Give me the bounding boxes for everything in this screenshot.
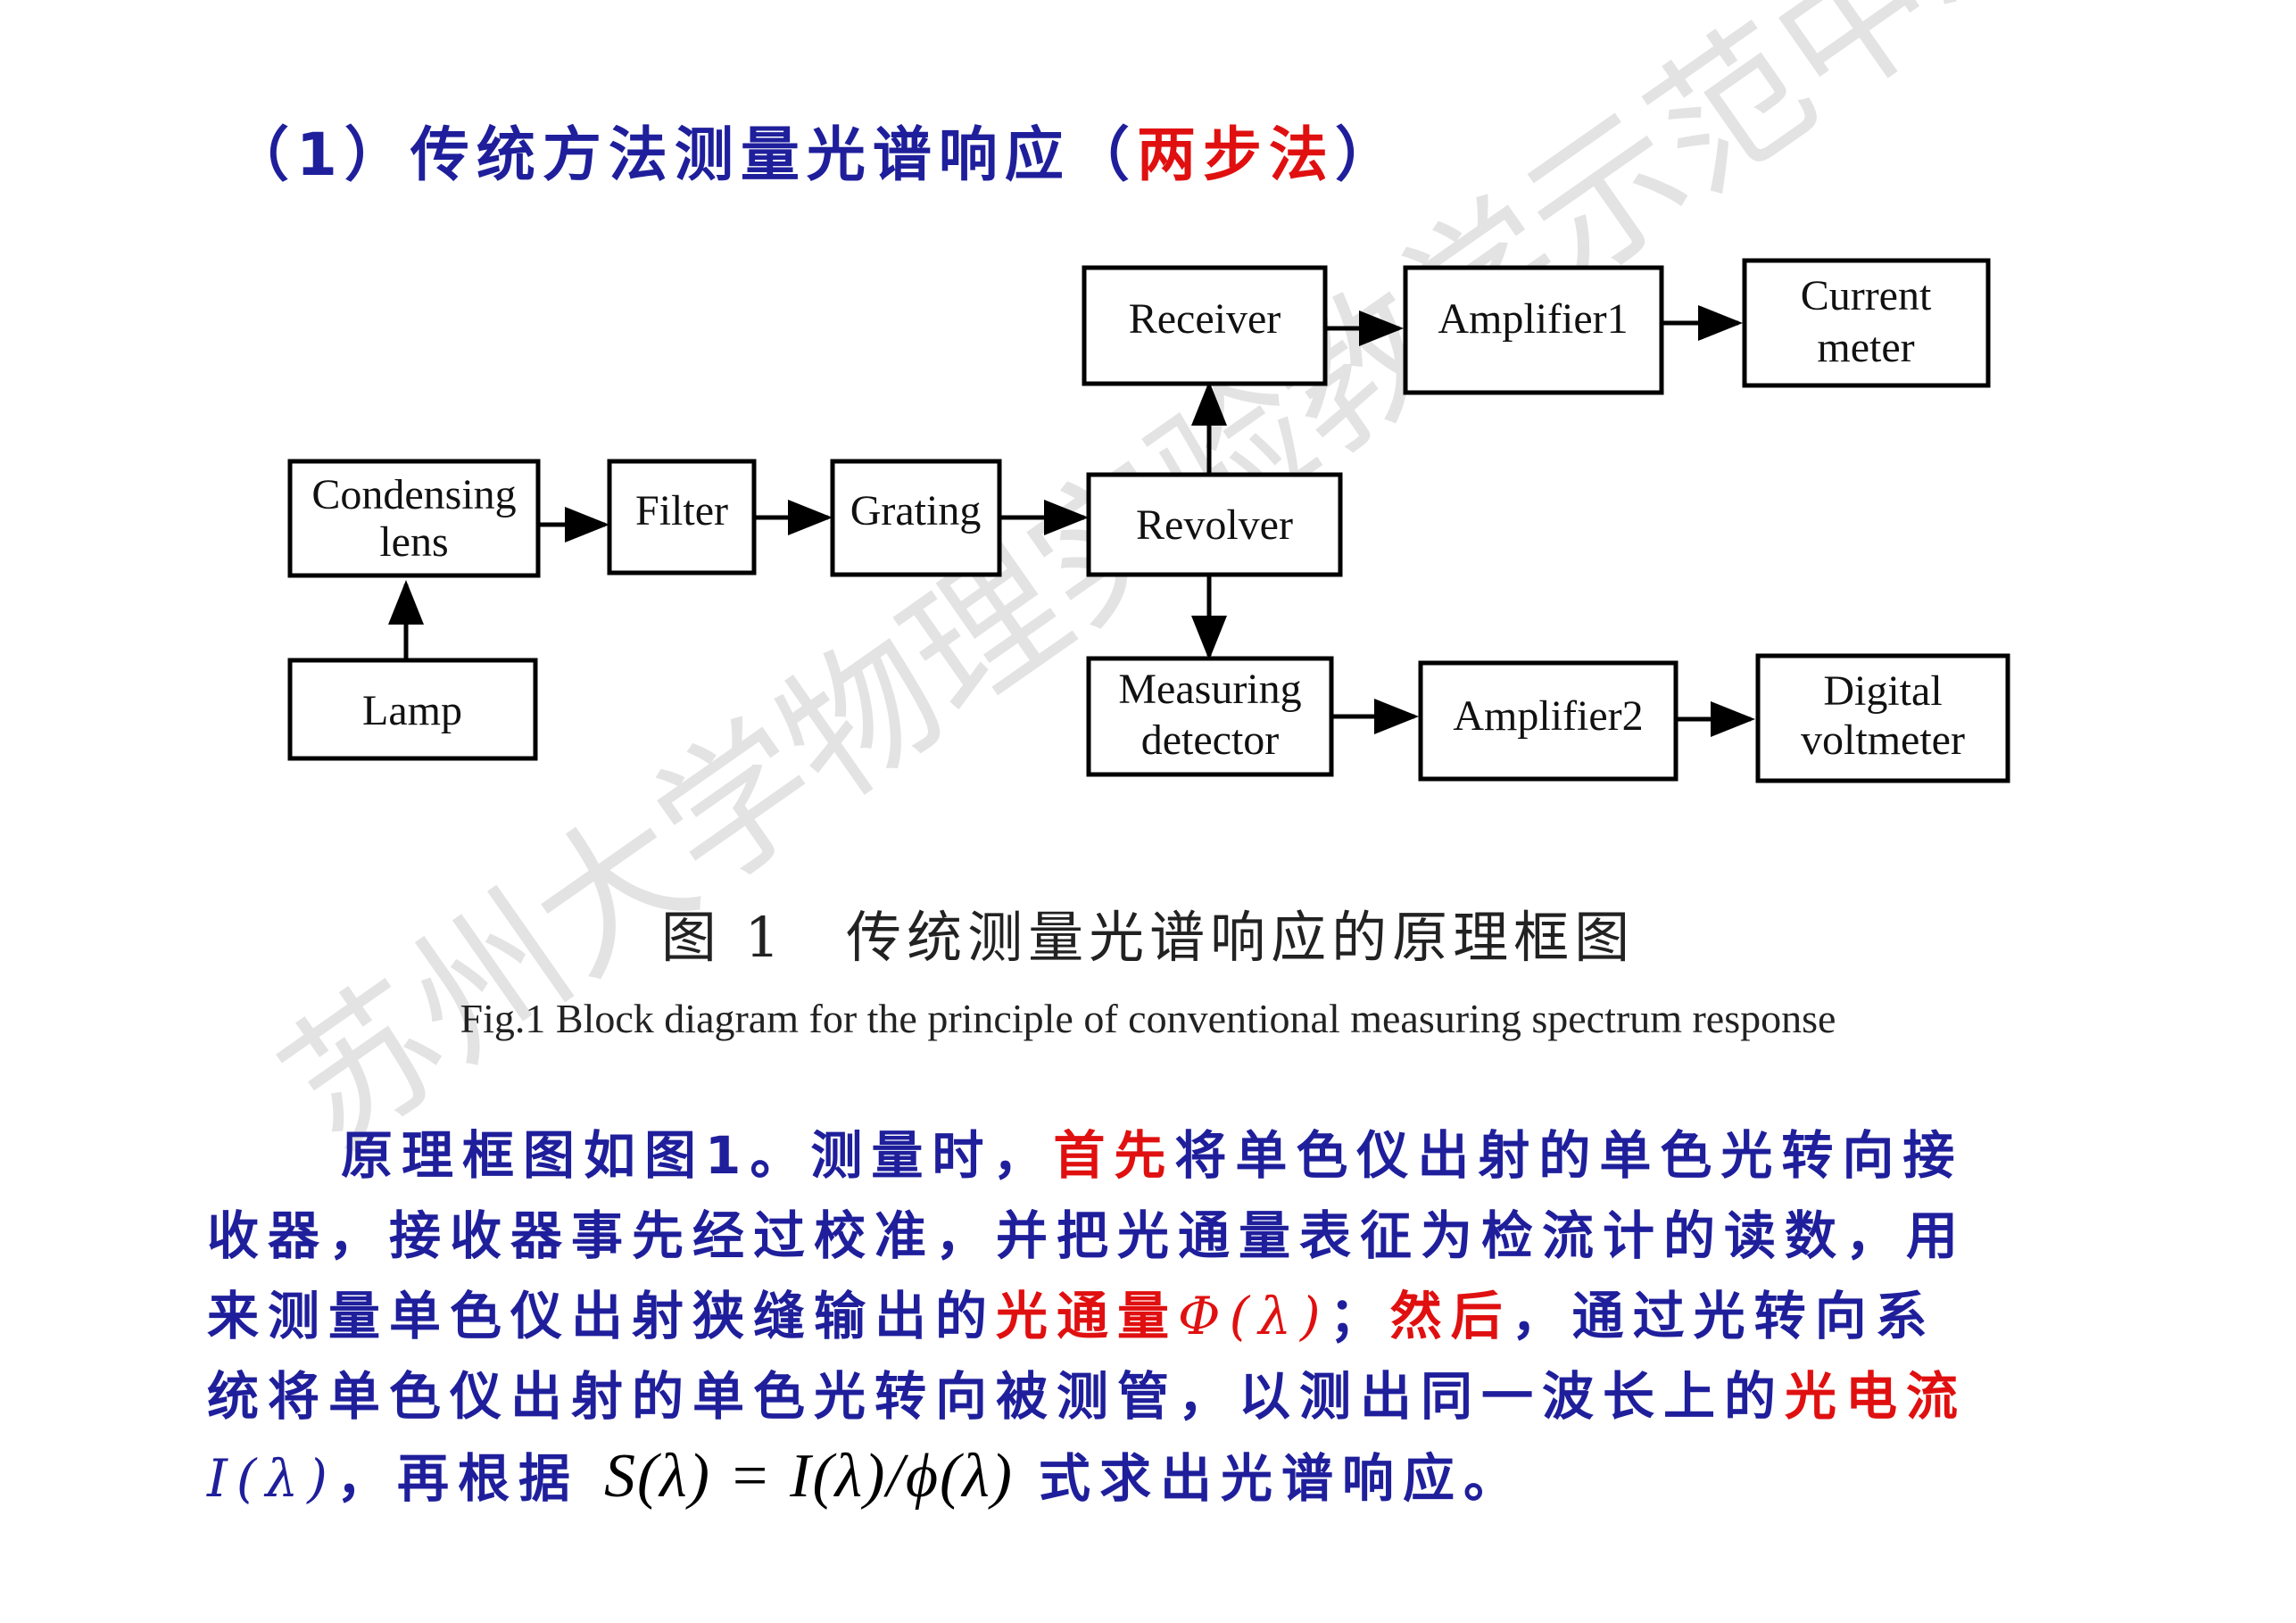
text-segment: ，再根据 — [336, 1448, 579, 1509]
slide-title: （1）传统方法测量光谱响应（两步法） — [230, 107, 1401, 193]
node-receiver-label: Receiver — [1129, 295, 1281, 343]
node-filter-label: Filter — [635, 487, 728, 534]
node-lamp: Lamp — [287, 658, 538, 761]
symbol-flux: Φ(λ) — [1178, 1286, 1330, 1346]
node-measuring-detector-label-1: Measuring — [1118, 666, 1301, 713]
paragraph-line-2: 收器，接收器事先经过校准，并把光通量表征为检流计的读数，用 — [207, 1196, 2126, 1276]
node-current-meter-label-1: Current — [1801, 272, 1932, 319]
paragraph-line-3: 来测量单色仪出射狭缝输出的光通量Φ(λ)；然后，通过光转向系 — [207, 1276, 2126, 1356]
highlight-then: 然后 — [1389, 1286, 1512, 1346]
paragraph-line-4: 统将单色仪出射的单色光转向被测管，以测出同一波长上的光电流 — [207, 1356, 2126, 1437]
node-grating: Grating — [830, 459, 1002, 577]
text-segment: 将单色仪出射的单色光转向接 — [1174, 1125, 1964, 1186]
node-amplifier2: Amplifier2 — [1418, 660, 1678, 782]
node-lamp-box — [287, 658, 538, 761]
text-segment: 来测量单色仪出射狭缝输出的 — [207, 1286, 997, 1346]
node-filter: Filter — [607, 459, 757, 576]
title-prefix: （1）传统方法测量光谱响应（ — [230, 120, 1137, 189]
node-digital-voltmeter-label-1: Digital — [1823, 667, 1942, 715]
node-amplifier1-label: Amplifier1 — [1438, 295, 1628, 343]
node-grating-label: Grating — [850, 487, 982, 534]
node-amplifier1: Amplifier1 — [1403, 265, 1664, 395]
node-amplifier2-label: Amplifier2 — [1453, 692, 1643, 740]
node-measuring-detector: Measuring detector — [1086, 656, 1334, 777]
node-lamp-label: Lamp — [362, 687, 462, 734]
node-revolver-box — [1086, 472, 1343, 577]
node-condensing-lens-box — [287, 459, 541, 578]
node-receiver-box — [1082, 265, 1328, 386]
text-segment: ； — [1329, 1286, 1390, 1346]
node-measuring-detector-label-2: detector — [1141, 716, 1280, 764]
explanation-paragraph: 原理框图如图1。测量时，首先将单色仪出射的单色光转向接 收器，接收器事先经过校准… — [207, 1115, 2126, 1519]
title-suffix: ） — [1334, 120, 1401, 189]
node-measuring-detector-box — [1086, 656, 1334, 777]
text-segment: 式求出光谱响应。 — [1039, 1448, 1525, 1509]
node-condensing-lens-label-1: Condensing — [311, 471, 516, 518]
text-segment: 统将单色仪出射的单色光转向被测管，以测出同一波长上的 — [207, 1366, 1786, 1427]
block-diagram: Lamp Condensing lens Filter Grating Revo… — [287, 258, 2010, 783]
node-condensing-lens: Condensing lens — [287, 459, 541, 578]
text-segment: ，通过光转向系 — [1511, 1286, 1936, 1346]
node-current-meter-label-2: meter — [1817, 324, 1914, 371]
node-amplifier2-box — [1418, 660, 1678, 782]
node-revolver-label: Revolver — [1136, 501, 1293, 549]
highlight-luminous-flux: 光通量 — [996, 1286, 1179, 1346]
node-current-meter: Current meter — [1742, 258, 1991, 388]
title-accent: 两步法 — [1136, 120, 1335, 189]
paragraph-line-1: 原理框图如图1。测量时，首先将单色仪出射的单色光转向接 — [207, 1115, 2126, 1196]
figure-caption-cn: 图 1 传统测量光谱响应的原理框图 — [660, 905, 1636, 970]
symbol-current: I(λ) — [207, 1448, 336, 1509]
formula-spectral-response: S(λ) = I(λ)/ϕ(λ) — [603, 1442, 1014, 1511]
node-digital-voltmeter-label-2: voltmeter — [1801, 716, 1965, 764]
node-grating-box — [830, 459, 1002, 577]
node-digital-voltmeter: Digital voltmeter — [1755, 653, 2010, 783]
figure-caption-en: Fig.1 Block diagram for the principle of… — [460, 996, 1836, 1041]
highlight-first: 首先 — [1053, 1125, 1175, 1186]
text-segment: 收器，接收器事先经过校准，并把光通量表征为检流计的读数，用 — [207, 1205, 1968, 1266]
highlight-photocurrent: 光电流 — [1785, 1366, 1968, 1427]
paragraph-line-5: I(λ)，再根据 S(λ) = I(λ)/ϕ(λ) 式求出光谱响应。 — [207, 1437, 2126, 1519]
node-amplifier1-box — [1403, 265, 1664, 395]
node-digital-voltmeter-box — [1755, 653, 2010, 783]
node-filter-box — [607, 459, 757, 576]
node-revolver: Revolver — [1086, 472, 1343, 577]
text-segment: 原理框图如图1。测量时， — [341, 1125, 1054, 1186]
node-receiver: Receiver — [1082, 265, 1328, 386]
node-condensing-lens-label-2: lens — [379, 518, 448, 566]
node-current-meter-box — [1742, 258, 1991, 388]
